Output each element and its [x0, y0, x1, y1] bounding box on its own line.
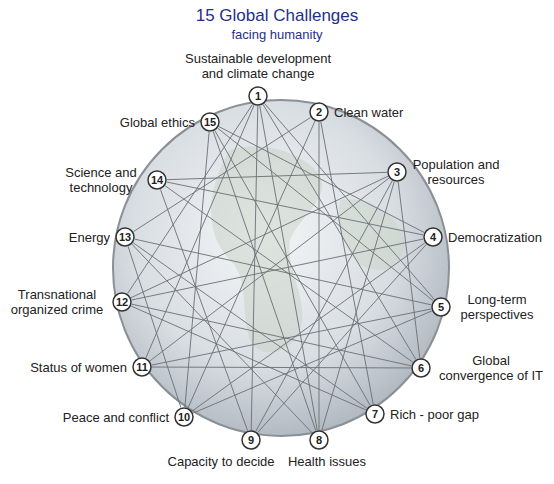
node-number: 13 [115, 227, 135, 247]
connector-line [133, 117, 310, 231]
challenge-node: 8Health issues [309, 430, 329, 450]
challenge-node: 3Population and resources [387, 162, 407, 182]
challenge-label: Global ethics [120, 115, 195, 130]
node-number: 15 [200, 112, 220, 132]
continent-shape [211, 146, 322, 352]
challenge-label: Global convergence of IT [436, 353, 546, 383]
challenge-label: Energy [69, 230, 110, 245]
diagram-subtitle: facing humanity [0, 27, 554, 42]
connector-line [260, 106, 318, 430]
node-number: 14 [147, 170, 167, 190]
challenge-node: 14Science and technology [147, 170, 167, 190]
connector-line [192, 243, 425, 411]
connector-line [133, 243, 367, 408]
challenge-node: 11Status of women [132, 357, 152, 377]
challenge-label: Peace and conflict [63, 410, 169, 425]
node-number: 10 [174, 407, 194, 427]
connector-line [160, 189, 247, 430]
connector-line [322, 182, 394, 431]
node-number: 6 [411, 358, 431, 378]
challenge-label: Sustainable development and climate chan… [178, 51, 338, 81]
connector-line [131, 306, 366, 410]
challenge-node: 12Transnational organized crime [112, 292, 132, 312]
challenge-label: Rich - poor gap [390, 407, 479, 422]
challenge-label: Health issues [288, 454, 366, 469]
connector-line [219, 127, 424, 233]
connector-line [128, 104, 253, 293]
connector-line [131, 176, 388, 297]
node-number: 1 [248, 86, 268, 106]
connector-line [263, 105, 416, 360]
challenge-label: Democratization [448, 230, 542, 245]
connector-line [319, 122, 320, 430]
challenge-node: 1Sustainable development and climate cha… [248, 86, 268, 106]
challenge-node: 5Long-term perspectives [431, 297, 451, 317]
challenge-node: 6Global convergence of IT [411, 358, 431, 378]
challenge-node: 4Democratization [423, 227, 443, 247]
globe-disc [113, 100, 449, 436]
node-number: 5 [431, 297, 451, 317]
challenge-label: Transnational organized crime [7, 287, 107, 317]
challenge-node: 15Global ethics [200, 112, 220, 132]
challenge-node: 10Peace and conflict [174, 407, 194, 427]
node-number: 9 [241, 430, 261, 450]
challenge-label: Status of women [30, 360, 127, 375]
connector-line [213, 131, 316, 430]
connector-line [128, 247, 181, 408]
challenge-node: 9Capacity to decide [241, 430, 261, 450]
node-number: 3 [387, 162, 407, 182]
challenge-node: 13Energy [115, 227, 135, 247]
node-number: 8 [309, 430, 329, 450]
node-number: 4 [423, 227, 443, 247]
connector-line [398, 182, 420, 358]
connector-line [132, 304, 411, 366]
challenge-node: 2Clean water [309, 102, 329, 122]
node-number: 2 [309, 102, 329, 122]
connector-line [218, 128, 433, 300]
node-number: 12 [112, 292, 132, 312]
challenge-node: 7Rich - poor gap [365, 404, 385, 424]
diagram-title: 15 Global Challenges [0, 6, 554, 26]
challenge-label: Clean water [334, 105, 403, 120]
challenge-label: Long-term perspectives [456, 292, 538, 322]
node-number: 7 [365, 404, 385, 424]
challenge-label: Population and resources [412, 157, 500, 187]
connector-line [188, 121, 315, 408]
connector-line [256, 181, 392, 431]
connector-line [185, 132, 209, 407]
challenge-label: Science and technology [60, 165, 142, 195]
connector-line [146, 105, 254, 358]
node-number: 11 [132, 357, 152, 377]
challenge-label: Capacity to decide [168, 454, 275, 469]
connector-line [152, 367, 411, 369]
connector-line [135, 239, 431, 305]
